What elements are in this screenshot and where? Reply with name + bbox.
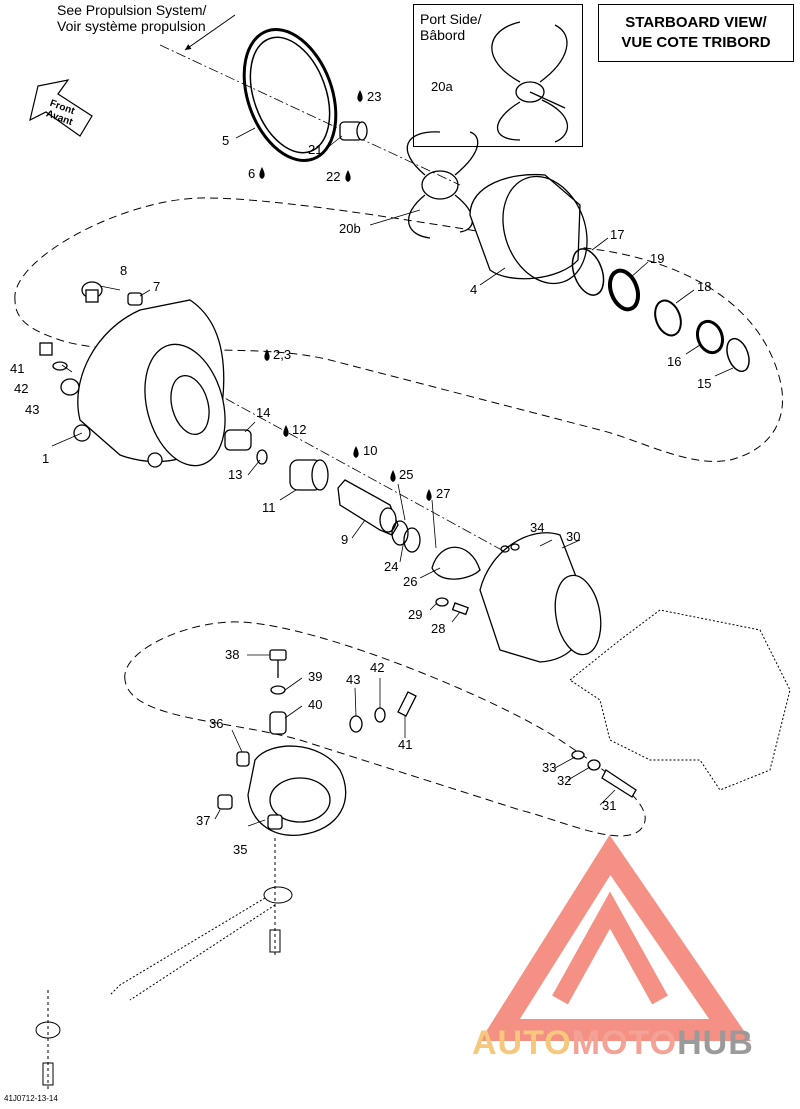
callout-12: 12 (292, 422, 307, 437)
callout-24: 24 (384, 559, 399, 574)
callout-11: 11 (262, 500, 276, 515)
callout-23: 23 (367, 89, 382, 104)
port-side-note: Port Side/ Bâbord (420, 11, 481, 43)
callout-41-left: 41 (10, 361, 25, 376)
callout-30: 30 (566, 529, 581, 544)
watermark-logo-mark (480, 834, 751, 1041)
callout-20a: 20a (431, 79, 453, 94)
callout-16: 16 (667, 354, 682, 369)
drawing-code: 41J0712-13-14 (4, 1094, 58, 1103)
logo-part-moto: MOTO (571, 1024, 678, 1062)
callout-17: 17 (610, 227, 625, 242)
propulsion-note-line1: See Propulsion System/ (57, 2, 207, 18)
logo-part-hub: HUB (677, 1024, 754, 1062)
callout-37: 37 (196, 813, 211, 828)
impeller-port-side-drawing (491, 21, 569, 143)
port-side-line1: Port Side/ (420, 11, 482, 27)
callout-8: 8 (120, 263, 128, 278)
callout-4: 4 (470, 282, 478, 297)
callout-38: 38 (225, 647, 240, 662)
callout-27: 27 (436, 486, 451, 501)
callout-43-left: 43 (25, 402, 40, 417)
callout-25: 25 (399, 467, 414, 482)
plug-part-8 (81, 281, 103, 303)
callout-35: 35 (233, 842, 248, 857)
view-title-line1: STARBOARD VIEW/ (625, 14, 767, 31)
bolt-part-7 (127, 292, 143, 306)
seal-rings-group (571, 248, 750, 373)
callout-22: 22 (326, 169, 341, 184)
ring-part-5 (242, 28, 338, 162)
axis-line-main (209, 389, 521, 561)
wear-ring-part-4 (469, 173, 588, 285)
propulsion-arrow (184, 14, 236, 51)
callout-1: 1 (42, 451, 50, 466)
callout-26: 26 (403, 574, 418, 589)
callout-9: 9 (341, 532, 349, 547)
front-arrow-icon (29, 79, 93, 137)
bushing-part-37 (217, 794, 233, 810)
callout-14: 14 (256, 405, 271, 420)
callout-39: 39 (308, 669, 323, 684)
cone-part-26 (431, 546, 481, 580)
lubricant-drop-icons (259, 90, 432, 501)
callout-42-right: 42 (370, 660, 385, 675)
watermark-logo-text: AUTOMOTOHUB (472, 1024, 754, 1063)
callout-20b: 20b (339, 221, 361, 236)
bolt-stack-38-40 (269, 649, 287, 735)
washer-group-lower (349, 691, 417, 733)
callout-36: 36 (209, 716, 224, 731)
shaft-bearing-group (224, 429, 329, 491)
callout-31: 31 (602, 798, 617, 813)
callout-43-right: 43 (346, 672, 361, 687)
callout-29: 29 (408, 607, 423, 622)
callout-5: 5 (222, 133, 230, 148)
logo-part-auto: AUTO (472, 1024, 572, 1062)
callout-13: 13 (228, 467, 243, 482)
callout-10: 10 (363, 443, 378, 458)
nozzle-part-35 (247, 745, 347, 836)
screw-group-31-33 (571, 750, 637, 798)
callout-28: 28 (431, 621, 446, 636)
group-outline-upper (14, 197, 784, 462)
leader-lines (51, 127, 734, 827)
callout-42-left: 42 (14, 381, 29, 396)
propulsion-note-line2: Voir système propulsion (57, 18, 206, 34)
bushing-part-21 (339, 121, 368, 141)
propulsion-note: See Propulsion System/ Voir système prop… (57, 2, 206, 34)
callout-21: 21 (308, 142, 323, 157)
axis-line-upper (159, 44, 461, 186)
steering-rod-drawing (35, 838, 293, 1090)
callout-7: 7 (153, 279, 161, 294)
callout-18: 18 (697, 279, 712, 294)
shaft-part-9 (337, 479, 421, 553)
callout-2-3: 2,3 (273, 347, 292, 362)
callout-32: 32 (557, 773, 572, 788)
screw-part-28-29 (435, 597, 469, 616)
port-side-inset: Port Side/ Bâbord (413, 4, 583, 147)
callout-34: 34 (530, 520, 545, 535)
callout-40: 40 (308, 697, 323, 712)
callout-15: 15 (697, 376, 712, 391)
pump-housing-part-1 (73, 299, 226, 468)
callout-33: 33 (542, 760, 557, 775)
callout-6: 6 (248, 166, 256, 181)
callout-41-right: 41 (398, 737, 413, 752)
port-side-line2: Bâbord (420, 27, 466, 43)
screw-washer-group-left (39, 342, 80, 396)
view-title-box: STARBOARD VIEW/ VUE COTE TRIBORD (598, 4, 794, 62)
venturi-part-30 (479, 532, 602, 663)
support-bracket-dotted (569, 609, 791, 791)
bushing-part-36 (236, 751, 250, 767)
callout-19: 19 (650, 251, 665, 266)
view-title-line2: VUE COTE TRIBORD (621, 34, 771, 51)
